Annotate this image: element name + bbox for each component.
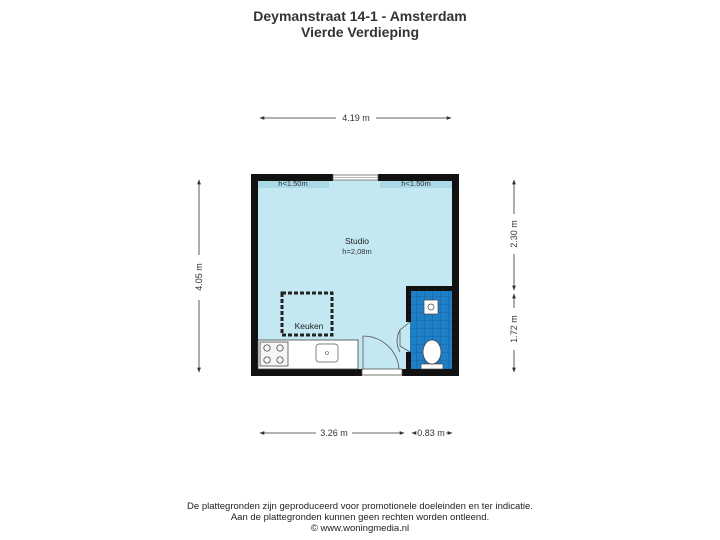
studio-label: Studio <box>345 236 369 246</box>
kitchen-label: Keuken <box>295 321 324 331</box>
shower-drain <box>423 299 439 315</box>
entrance-door <box>361 335 403 376</box>
floor-level: Vierde Verdieping <box>300 24 419 40</box>
dimension-top: 4.19 m <box>259 113 452 123</box>
disclaimer: De plattegronden zijn geproduceerd voor … <box>0 501 720 534</box>
copyright: © www.woningmedia.nl <box>310 523 410 534</box>
low-ceiling-right <box>380 180 453 188</box>
plan-title: Deymanstraat 14-1 - Amsterdam <box>253 8 467 24</box>
disclaimer-line-1: De plattegronden zijn geproduceerd voor … <box>187 501 533 512</box>
dim-right-upper-label: 2.30 m <box>509 220 519 248</box>
walls <box>251 174 459 376</box>
low-ceiling-left <box>257 180 329 188</box>
dim-bottom-right-label: 0.83 m <box>417 428 445 438</box>
window <box>332 174 379 181</box>
dim-bottom-left-label: 3.26 m <box>320 428 348 438</box>
kitchen-island <box>280 291 334 337</box>
dimension-bottom: 3.26 m 0.83 m <box>259 428 453 438</box>
dim-top-label: 4.19 m <box>342 113 370 123</box>
dimension-right: 2.30 m 1.72 m <box>509 179 519 373</box>
dim-left-label: 4.05 m <box>194 263 204 291</box>
dimension-left: 4.05 m <box>194 179 204 373</box>
kitchen-counter <box>257 339 359 370</box>
dim-right-lower-label: 1.72 m <box>509 315 519 343</box>
bathroom-door <box>396 321 411 353</box>
toilet <box>420 339 444 370</box>
ceiling-label-right: h<1.50m <box>401 179 430 188</box>
ceiling-label-left: h<1.50m <box>278 179 307 188</box>
disclaimer-line-2: Aan de plattegronden kunnen geen rechten… <box>230 512 490 523</box>
studio-height: h=2,08m <box>342 247 371 256</box>
